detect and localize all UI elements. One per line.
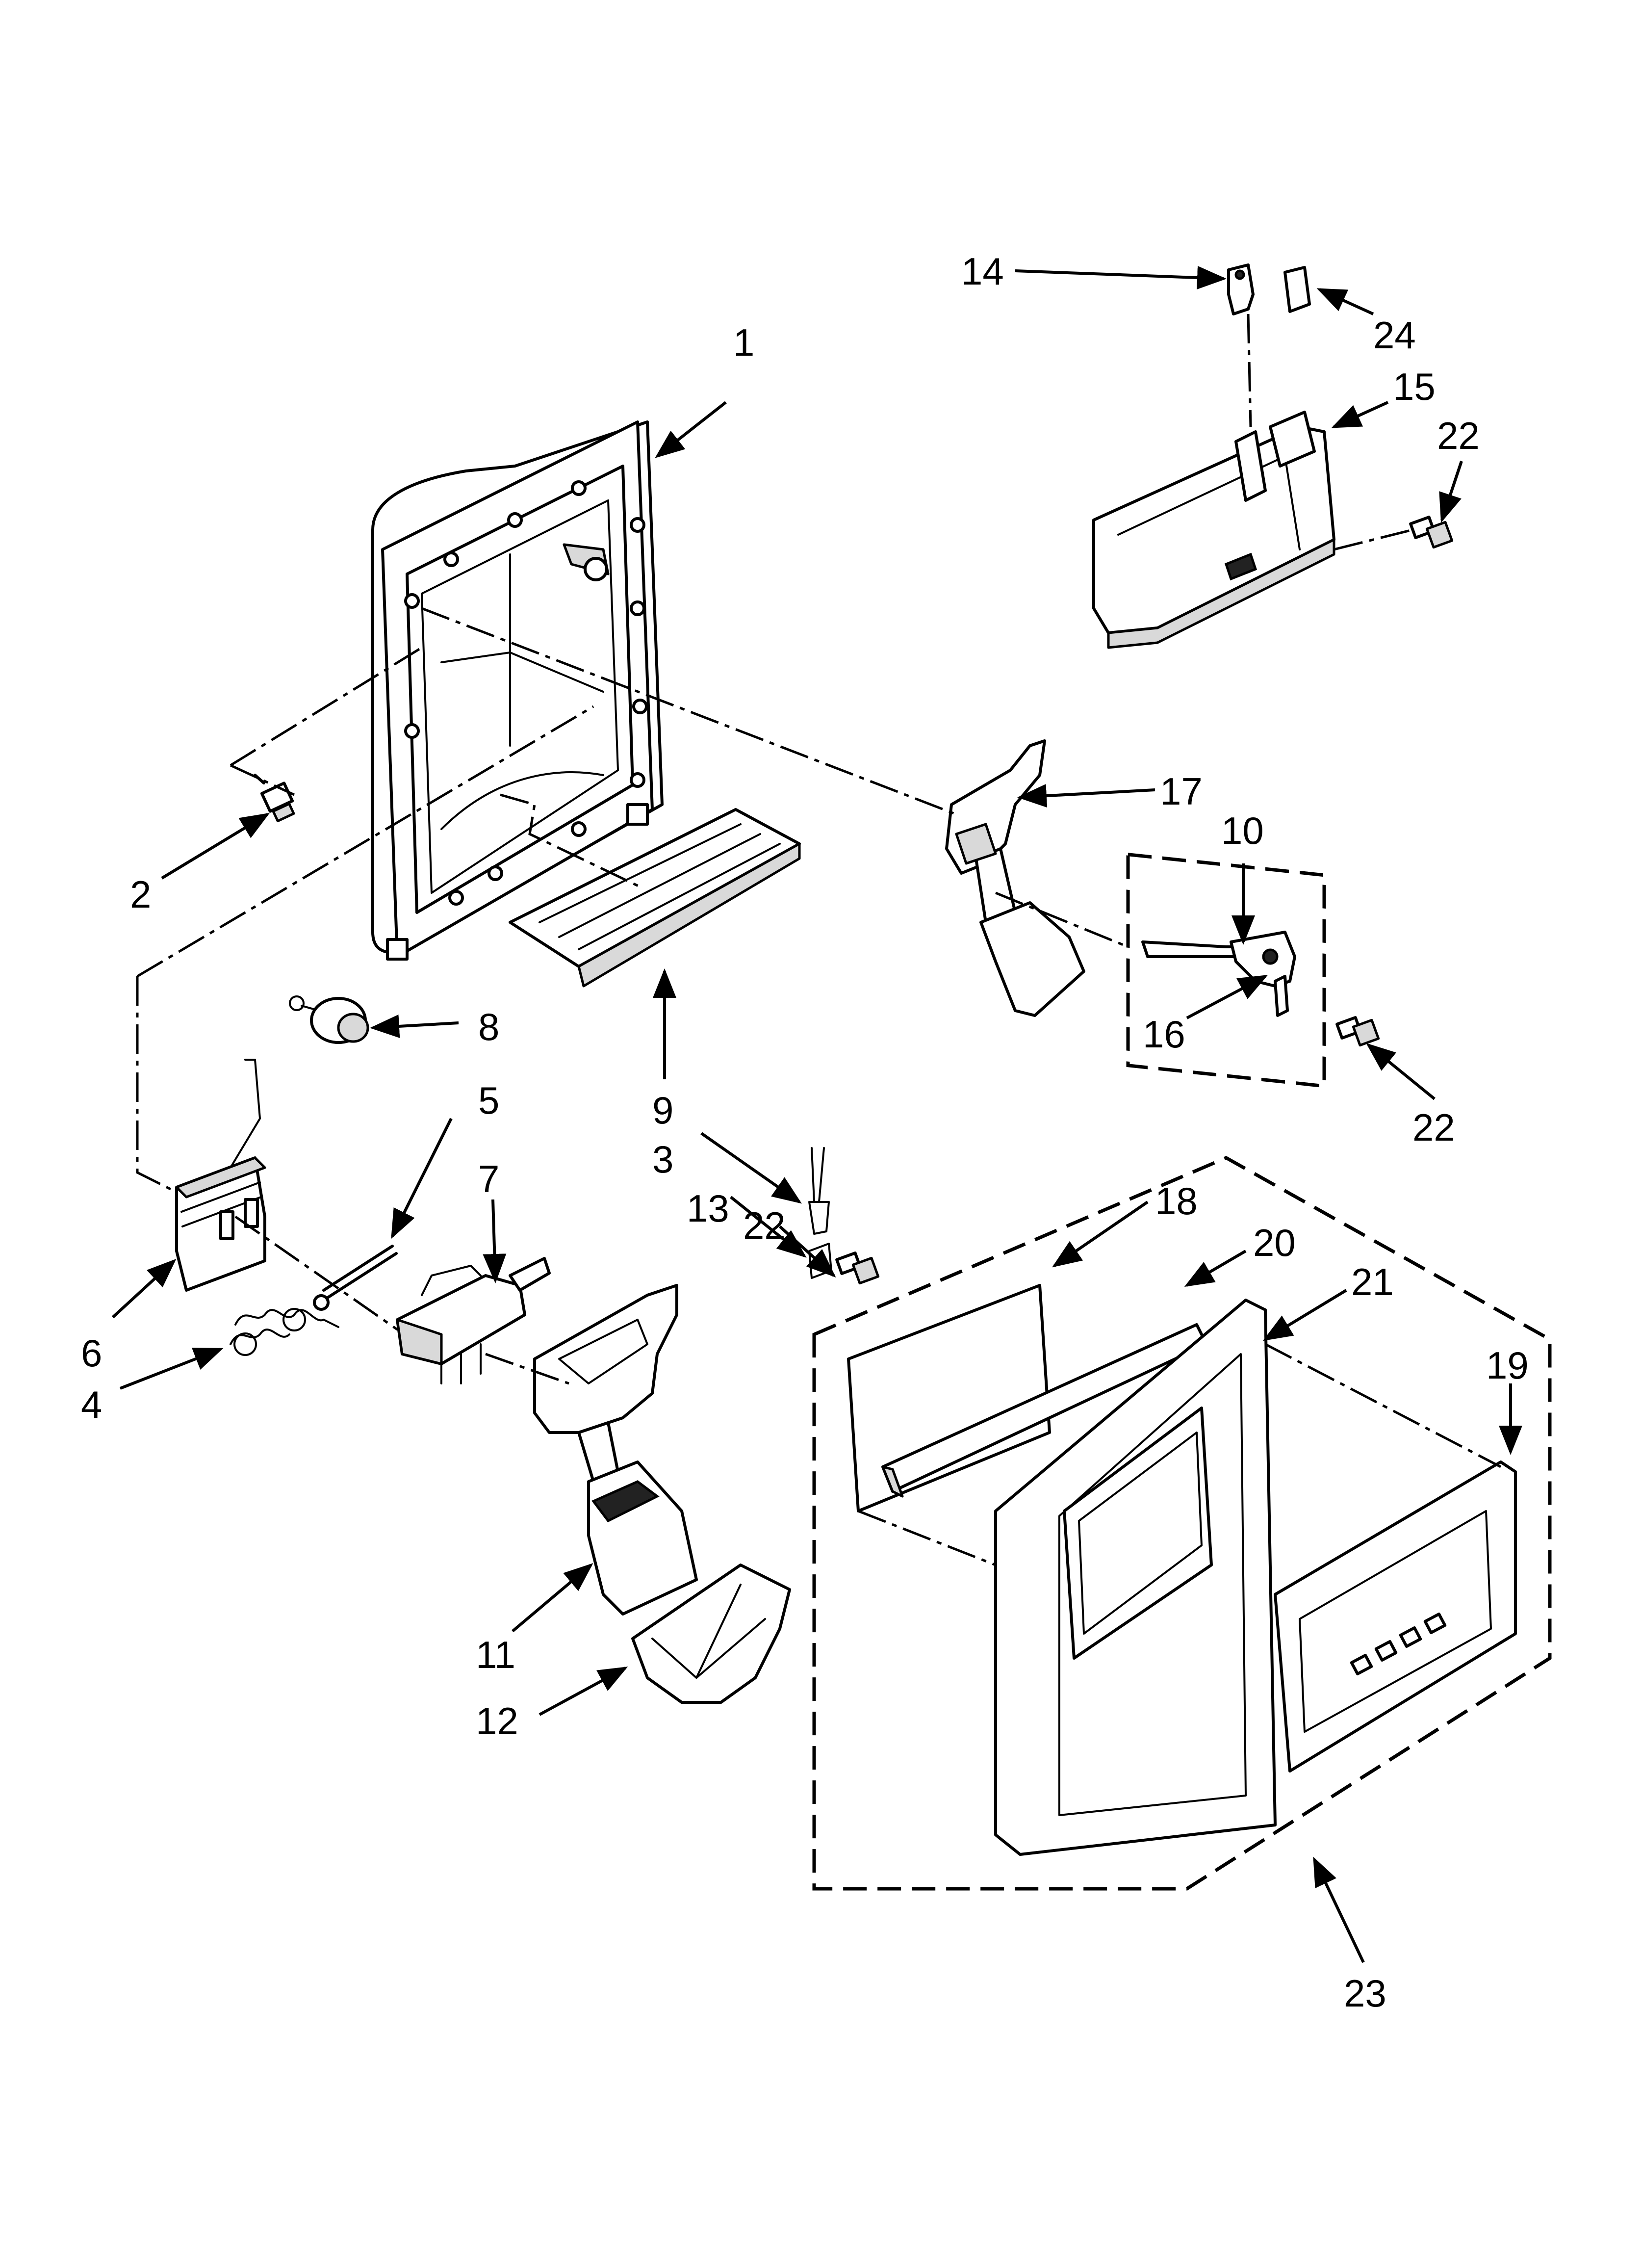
callout-19: 19 bbox=[1486, 1344, 1529, 1387]
part-7-actuator bbox=[396, 1257, 551, 1384]
part-24-insulator bbox=[1283, 266, 1311, 313]
callout-13: 13 bbox=[687, 1187, 729, 1230]
part-4-spring bbox=[230, 1308, 339, 1356]
part-1-dispenser-housing bbox=[371, 420, 664, 961]
callout-21: 21 bbox=[1351, 1260, 1394, 1303]
callout-12: 12 bbox=[476, 1699, 518, 1743]
callout-14: 14 bbox=[961, 250, 1004, 293]
callout-22-top: 22 bbox=[1437, 414, 1480, 457]
callout-22-right: 22 bbox=[1412, 1106, 1455, 1149]
callout-3: 3 bbox=[652, 1138, 673, 1181]
callout-7: 7 bbox=[478, 1157, 499, 1200]
part-13-gasket bbox=[808, 1243, 832, 1279]
part-17-water-paddle bbox=[945, 739, 1085, 1017]
part-10-lever-assembly bbox=[1126, 852, 1326, 1088]
part-8-solenoid bbox=[289, 995, 369, 1044]
part-11-ice-paddle bbox=[533, 1284, 698, 1616]
callout-18: 18 bbox=[1155, 1179, 1198, 1223]
callout-4: 4 bbox=[81, 1383, 102, 1426]
callout-20: 20 bbox=[1253, 1221, 1296, 1264]
part-15-switch-housing bbox=[1092, 411, 1335, 649]
part-19-display-panel bbox=[1274, 1460, 1517, 1773]
callout-9: 9 bbox=[652, 1089, 673, 1132]
callout-15: 15 bbox=[1393, 365, 1436, 408]
part-2-screw bbox=[254, 774, 295, 823]
part-12-chute bbox=[631, 1564, 791, 1704]
part-22-screw-right bbox=[1335, 1016, 1380, 1047]
callout-10: 10 bbox=[1221, 809, 1264, 852]
callout-6: 6 bbox=[81, 1331, 102, 1375]
callout-22-center: 22 bbox=[743, 1204, 786, 1247]
callout-arrows bbox=[111, 265, 1522, 1963]
callout-17: 17 bbox=[1160, 770, 1203, 813]
callout-23: 23 bbox=[1344, 1972, 1386, 2015]
part-23-control-panel-assembly bbox=[812, 1156, 1552, 1891]
part-22-screw-top bbox=[1409, 516, 1454, 549]
callout-11: 11 bbox=[476, 1633, 515, 1676]
callout-1: 1 bbox=[733, 321, 754, 364]
assembly-lines bbox=[136, 313, 1502, 1566]
part-18-circuit-board bbox=[847, 1284, 1051, 1512]
part-5-pin bbox=[313, 1245, 398, 1311]
callout-labels: 1 2 3 4 5 6 7 8 9 10 11 12 13 14 15 16 1… bbox=[81, 250, 1529, 2015]
callout-24: 24 bbox=[1373, 313, 1416, 357]
callout-5: 5 bbox=[478, 1079, 499, 1122]
callout-2: 2 bbox=[130, 873, 151, 916]
part-21-panel-frame bbox=[994, 1299, 1277, 1856]
callout-16: 16 bbox=[1143, 1013, 1185, 1056]
part-22-screw-center bbox=[835, 1251, 880, 1285]
part-14-switch bbox=[1227, 263, 1255, 315]
part-3-clip bbox=[808, 1147, 830, 1235]
part-9-drip-tray bbox=[509, 808, 801, 988]
callout-8: 8 bbox=[478, 1005, 499, 1048]
part-6-control-module bbox=[175, 1059, 266, 1292]
